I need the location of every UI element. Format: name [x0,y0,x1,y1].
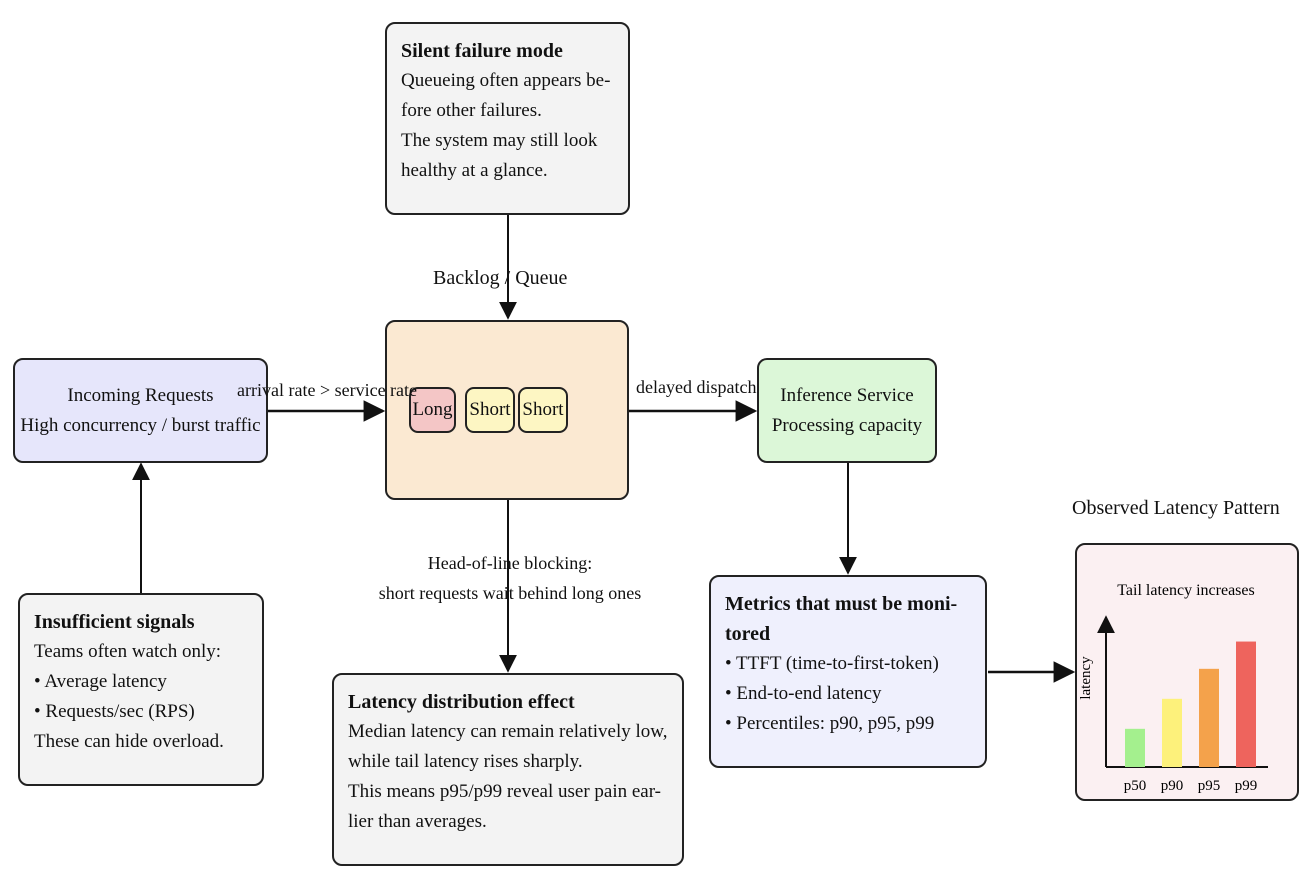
bar-p90 [1162,698,1182,767]
latency-distribution-line: Median latency can remain relatively low… [348,721,668,742]
queue-item-label: Short [522,399,564,420]
latency-chart: Tail latency increases latency p50 p90 p95… [1078,582,1268,794]
chart-title: Observed Latency Pattern [1072,497,1280,519]
bar-p99 [1236,641,1256,767]
head-of-line-line: Head-of-line blocking: [427,553,593,573]
silent-failure-line: Queueing often appears be- [401,70,611,91]
arrival-rate-label: arrival rate > service rate [237,380,418,400]
insufficient-signals-line: Teams often watch only: [34,641,222,662]
y-axis-label: latency [1078,656,1094,700]
inference-line: Processing capacity [771,414,923,436]
inference-service-box: Inference Service Processing capacity [757,358,937,463]
latency-chart-frame [1075,543,1299,801]
metrics-note: Metrics that must be moni- tored • TTFT … [709,575,987,768]
queue-item-label: Long [412,399,453,420]
insufficient-signals-line: • Requests/sec (RPS) [34,701,195,722]
insufficient-signals-line: • Average latency [34,671,167,692]
silent-failure-line: healthy at a glance. [401,160,548,181]
bar-p95 [1199,668,1219,767]
inference-line: Inference Service [780,384,914,406]
chart-subtitle: Tail latency increases [1117,582,1254,599]
tick-label-p95: p95 [1198,778,1221,794]
queue-item-long: Long [409,387,456,433]
delayed-dispatch-label: delayed dispatch [636,377,757,397]
incoming-line: Incoming Requests [67,384,214,406]
tick-label-p99: p99 [1235,778,1258,794]
incoming-requests-box: Incoming Requests High concurrency / bur… [13,358,268,463]
metrics-line: • Percentiles: p90, p95, p99 [725,713,935,734]
metrics-line: • TTFT (time-to-first-token) [725,653,939,674]
incoming-line: High concurrency / burst traffic [20,414,261,436]
queue-item-short: Short [518,387,568,433]
tick-label-p50: p50 [1124,778,1147,794]
queue-title: Backlog / Queue [433,267,568,289]
metrics-title: Metrics that must be moni- [725,593,958,615]
metrics-title: tored [725,623,771,645]
bar-p50 [1125,728,1145,767]
queue-item-label: Short [469,399,511,420]
silent-failure-line: fore other failures. [401,100,542,121]
queue-item-short: Short [465,387,515,433]
insufficient-signals-note: Insufficient signals Teams often watch o… [18,593,264,786]
insufficient-signals-line: These can hide overload. [34,731,224,752]
silent-failure-line: The system may still look [401,130,598,151]
metrics-line: • End-to-end latency [725,683,882,704]
latency-distribution-title: Latency distribution effect [348,691,575,713]
insufficient-signals-title: Insufficient signals [34,611,195,633]
tick-label-p90: p90 [1161,778,1184,794]
head-of-line-label: Head-of-line blocking: short requests wa… [370,548,650,608]
silent-failure-note: Silent failure mode Queueing often appea… [385,22,630,215]
latency-distribution-line: lier than averages. [348,811,487,832]
head-of-line-line: short requests wait behind long ones [378,583,642,603]
latency-distribution-line: This means p95/p99 reveal user pain ear- [348,781,662,802]
silent-failure-title: Silent failure mode [401,40,563,62]
latency-distribution-note: Latency distribution effect Median laten… [332,673,684,866]
latency-distribution-line: while tail latency rises sharply. [348,751,583,772]
